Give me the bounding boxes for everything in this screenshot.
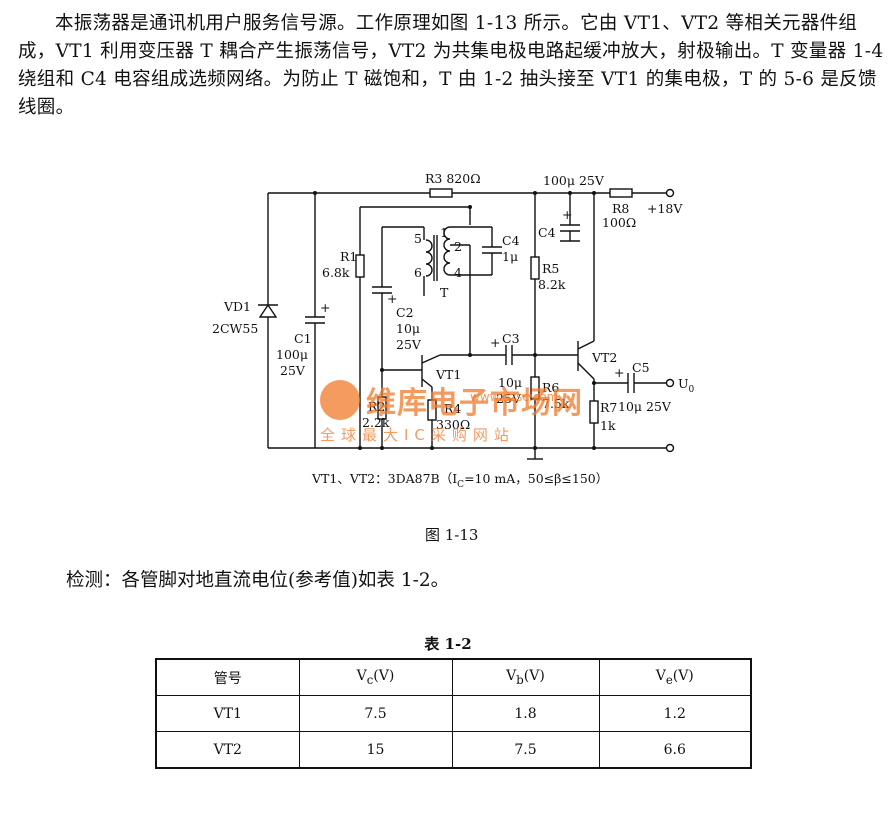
vd1-label: VD1 <box>223 299 251 314</box>
table-cell: 6.6 <box>598 731 752 769</box>
vt1-label: VT1 <box>435 367 461 382</box>
r5-value: 8.2k <box>538 277 566 292</box>
table-cell: 1.2 <box>598 695 752 732</box>
t-pin-5: 5 <box>414 231 422 246</box>
c1-plus: + <box>320 300 330 315</box>
t-pin-2: 2 <box>454 239 462 254</box>
r5-label: R5 <box>542 261 559 276</box>
c1-label: C1 <box>294 331 312 346</box>
r4-label: R4 <box>444 401 461 416</box>
t-pin-6: 6 <box>414 265 422 280</box>
r6-label: R6 <box>542 380 559 395</box>
intro-paragraph: 本振荡器是通讯机用户服务信号源。工作原理如图 1-13 所示。它由 VT1、VT… <box>18 13 884 118</box>
c3-value-2: 25V <box>496 391 522 406</box>
table-row: VT2 15 7.5 6.6 <box>155 731 752 769</box>
table-cell: 7.5 <box>451 731 600 769</box>
table-header-cell: Ve(V) <box>598 658 752 696</box>
vt2-label: VT2 <box>591 350 617 365</box>
r1-value: 6.8k <box>322 265 350 280</box>
table-title: 表 1-2 <box>424 635 472 653</box>
c1-value-2: 25V <box>280 363 306 378</box>
r8-label: R8 <box>612 201 629 216</box>
c5-label: C5 <box>632 360 650 375</box>
r2-value: 2.2k <box>362 415 390 430</box>
table-header-row: 管号 Vc(V) Vb(V) Ve(V) <box>155 658 752 696</box>
supply-label: +18V <box>647 201 683 216</box>
c2-value-1: 10μ <box>396 321 420 336</box>
c4-top-label: C4 <box>538 225 556 240</box>
c4-top-plus: + <box>562 207 572 222</box>
detection-text: 检测：各管脚对地直流电位(参考值)如表 1-2。 <box>66 570 450 591</box>
t-pin-4: 4 <box>454 265 462 280</box>
table-cell: 15 <box>298 731 453 769</box>
c2-plus: + <box>387 291 397 306</box>
schematic-labels: R3 820Ω 100μ 25V R8 100Ω +18V R1 6.8k + … <box>212 171 695 490</box>
c3-value-1: 10μ <box>498 375 522 390</box>
c3-plus: + <box>490 335 500 350</box>
r1-label: R1 <box>340 249 357 264</box>
circuit-schematic: R3 820Ω 100μ 25V R8 100Ω +18V R1 6.8k + … <box>212 171 695 490</box>
table-cell: 7.5 <box>298 695 453 732</box>
c4-tank-value: 1μ <box>502 249 518 264</box>
output-label: U0 <box>678 376 695 395</box>
table-header-cell: 管号 <box>155 658 300 696</box>
c1-value-1: 100μ <box>276 347 308 362</box>
voltage-table: 管号 Vc(V) Vb(V) Ve(V) VT1 7.5 1.8 1.2 VT2… <box>155 658 752 769</box>
figure-caption: 图 1-13 <box>425 526 479 544</box>
r2-label: R2 <box>368 399 385 414</box>
r7-value: 1k <box>600 418 616 433</box>
r8-value: 100Ω <box>602 215 636 230</box>
t-label: T <box>440 285 449 300</box>
c2-value-2: 25V <box>396 337 422 352</box>
table-header-cell: Vb(V) <box>451 658 600 696</box>
table-cell: 1.8 <box>451 695 600 732</box>
table-cell: VT1 <box>155 695 300 732</box>
vd1-value: 2CW55 <box>212 321 258 336</box>
table-cell: VT2 <box>155 731 300 769</box>
c5-value: 10μ 25V <box>618 399 672 414</box>
transistor-note: VT1、VT2：3DA87B（IC=10 mA，50≤β≤150） <box>311 471 608 490</box>
c4-tank-label: C4 <box>502 233 520 248</box>
r6-value: 7.5k <box>542 396 570 411</box>
c3-label: C3 <box>502 331 520 346</box>
r7-label: R7 <box>600 400 617 415</box>
r4-value: 330Ω <box>436 417 470 432</box>
r3-label: R3 820Ω <box>425 171 481 186</box>
table-header-cell: Vc(V) <box>298 658 453 696</box>
c5-plus: + <box>614 365 624 380</box>
table-row: VT1 7.5 1.8 1.2 <box>155 695 752 732</box>
c4-top-value: 100μ 25V <box>543 173 605 188</box>
t-pin-1: 1 <box>440 225 448 240</box>
c2-label: C2 <box>396 305 414 320</box>
